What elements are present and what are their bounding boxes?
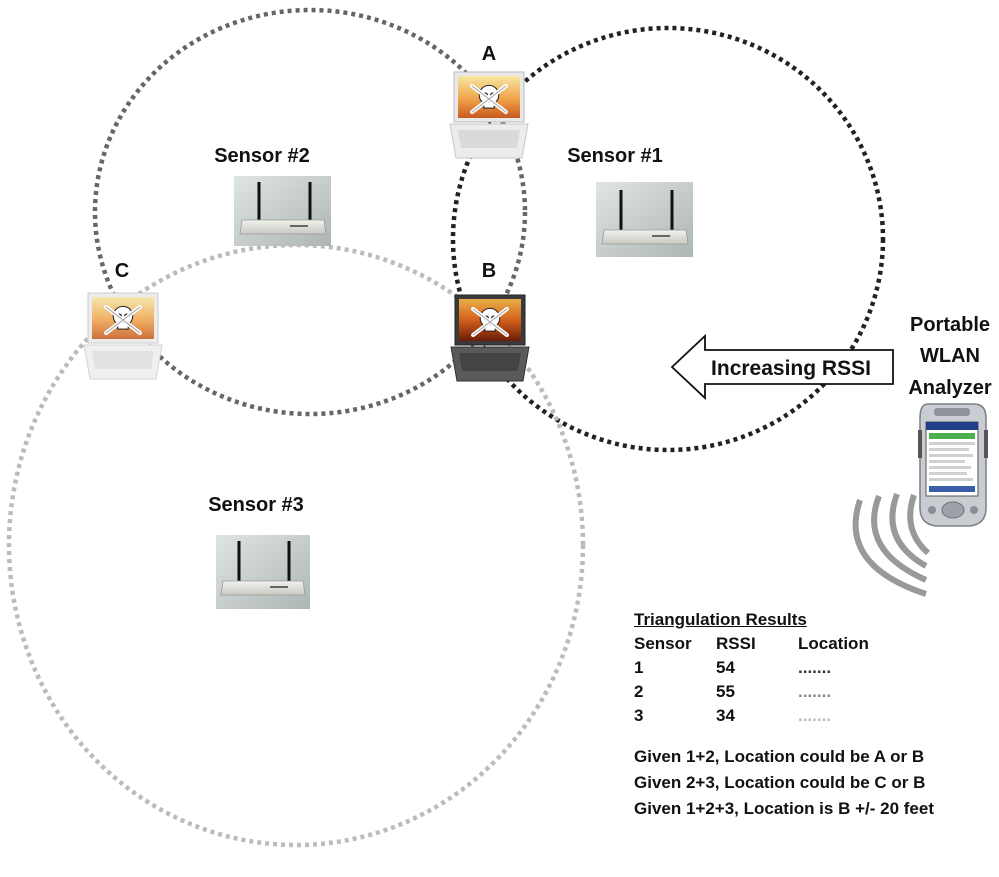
results-header-row: Sensor RSSI Location [634,632,869,656]
increasing-rssi-label: Increasing RSSI [711,357,871,380]
location-cell: ....... [798,658,832,677]
column-header-sensor: Sensor [634,634,692,653]
results-title: Triangulation Results [634,610,807,629]
point-a-label: A [482,43,496,65]
sensor-cell: 2 [634,682,644,701]
skull-laptop-icon [449,71,529,159]
wireless-router-icon [596,182,693,257]
analyzer-label-line-1: Portable [910,314,990,336]
column-header-location: Location [798,634,869,653]
triangulation-results: Triangulation Results Sensor RSSI Locati… [634,608,994,822]
column-header-rssi: RSSI [716,634,756,653]
skull-laptop-icon [450,294,530,382]
analyzer-label-line-2: WLAN [920,345,980,367]
left-arrow-icon [670,333,894,401]
table-row: 3 34 ....... [634,704,869,728]
conclusion-line: Given 2+3, Location could be C or B [634,773,926,792]
sensor-3-range-circle [6,242,586,848]
rssi-cell: 54 [716,658,735,677]
location-cell: ....... [798,682,832,701]
pda-device-icon [918,403,988,527]
sensor-2-range-circle [92,7,528,417]
analyzer-label-line-3: Analyzer [908,377,992,399]
sensor-cell: 3 [634,706,644,725]
wireless-router-icon [216,535,310,609]
point-c-label: C [115,260,129,282]
sensor-cell: 1 [634,658,644,677]
conclusion-line: Given 1+2, Location could be A or B [634,747,925,766]
rssi-cell: 55 [716,682,735,701]
point-b-label: B [482,260,496,282]
conclusion-line: Given 1+2+3, Location is B +/- 20 feet [634,799,934,818]
table-row: 1 54 ....... [634,656,869,680]
results-table: Sensor RSSI Location 1 54 ....... 2 55 .… [634,632,869,728]
location-cell: ....... [798,706,832,725]
sensor-1-label: Sensor #1 [567,145,663,167]
conclusions: Given 1+2, Location could be A or B Give… [634,744,994,822]
skull-laptop-icon [83,292,163,380]
rssi-cell: 34 [716,706,735,725]
signal-waves-icon [852,492,931,597]
table-row: 2 55 ....... [634,680,869,704]
sensor-3-label: Sensor #3 [208,494,304,516]
sensor-1-range-circle [450,25,886,453]
sensor-2-label: Sensor #2 [214,145,310,167]
wireless-router-icon [234,176,331,246]
